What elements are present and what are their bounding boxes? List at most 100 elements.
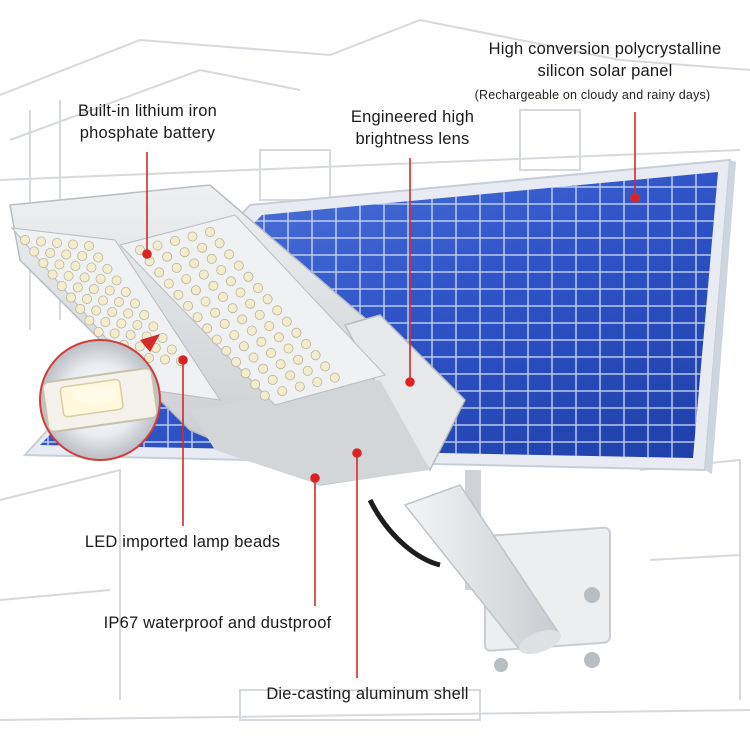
led-bead	[264, 321, 275, 332]
led-bead	[250, 379, 261, 390]
led-bead	[197, 242, 208, 253]
solar-panel-label: High conversion polycrystalline silicon …	[455, 38, 750, 82]
led-bead	[132, 319, 143, 330]
led-bead	[211, 334, 222, 345]
led-bead	[182, 300, 193, 311]
led-bead	[294, 381, 305, 392]
led-bead	[237, 314, 248, 325]
led-bead	[79, 272, 90, 283]
led-bead	[139, 309, 150, 320]
led-bead	[240, 368, 251, 379]
led-bead	[104, 285, 115, 296]
led-bead	[52, 237, 63, 248]
led-bead	[173, 289, 184, 300]
led-bead	[273, 332, 284, 343]
led-bead	[238, 341, 249, 352]
background-house-sketch	[0, 18, 750, 721]
led-bead	[206, 253, 217, 264]
led-bead	[202, 323, 213, 334]
led-bead	[179, 247, 190, 258]
led-bead	[162, 251, 173, 262]
led-bead	[198, 269, 209, 280]
battery-label: Built-in lithium iron phosphate battery	[40, 100, 255, 144]
led-bead	[100, 316, 111, 327]
led-zoom-lens-icon	[39, 334, 161, 461]
led-bead	[248, 352, 259, 363]
led-bead	[221, 345, 232, 356]
led-bead	[229, 330, 240, 341]
led-bead	[159, 354, 170, 365]
led-bead	[95, 273, 106, 284]
led-bead	[66, 292, 77, 303]
led-bead	[134, 341, 145, 352]
led-bead	[281, 316, 292, 327]
led-bead	[152, 240, 163, 251]
shell-label: Die-casting aluminum shell	[266, 685, 469, 703]
led-bead	[275, 359, 286, 370]
led-bead	[245, 298, 256, 309]
led-bead	[216, 265, 227, 276]
led-bead	[200, 296, 211, 307]
led-bead	[210, 307, 221, 318]
callout-lines	[142, 112, 640, 678]
led-bead	[262, 294, 273, 305]
led-bead	[312, 377, 323, 388]
led-bead	[190, 285, 201, 296]
led-bead	[84, 240, 95, 251]
led-bead	[235, 287, 246, 298]
led-bead	[256, 336, 267, 347]
led-bead	[254, 309, 265, 320]
led-bead	[246, 325, 257, 336]
lens-label-line1: Engineered high	[350, 108, 475, 126]
led-bead	[86, 262, 97, 273]
led-bead	[45, 247, 56, 258]
led-bead	[225, 276, 236, 287]
led-bead	[68, 239, 79, 250]
led-bead	[169, 235, 180, 246]
led-bead	[171, 262, 182, 273]
led-bead	[259, 390, 270, 401]
led-bead	[252, 282, 263, 293]
led-bead	[82, 293, 93, 304]
lens-label-line2: brightness lens	[355, 130, 470, 148]
led-bead	[143, 352, 154, 363]
led-bead	[36, 236, 47, 247]
led-bead	[267, 374, 278, 385]
led-bead	[102, 263, 113, 274]
solar-panel-label-line2: silicon solar panel	[537, 62, 673, 80]
led-bead	[54, 259, 65, 270]
led-bead	[116, 318, 127, 329]
solar-panel-label-line1: High conversion polycrystalline	[488, 40, 722, 58]
led-bead	[91, 305, 102, 316]
led-bead-array	[19, 226, 340, 401]
led-bead	[19, 234, 30, 245]
led-bead	[310, 350, 321, 361]
led-bead	[285, 370, 296, 381]
led-bead	[265, 347, 276, 358]
led-bead	[107, 306, 118, 317]
led-bead	[98, 295, 109, 306]
led-bead	[219, 318, 230, 329]
led-bead	[258, 363, 269, 374]
led-bead	[93, 252, 104, 263]
led-bead	[181, 274, 192, 285]
led-bead	[208, 280, 219, 291]
led-bead	[293, 354, 304, 365]
led-bead	[204, 226, 215, 237]
led-bead	[272, 305, 283, 316]
led-bead	[224, 249, 235, 260]
led-bead	[61, 249, 72, 260]
led-bead	[157, 332, 168, 343]
led-bead	[166, 344, 177, 355]
led-bead	[233, 260, 244, 271]
led-bead	[283, 343, 294, 354]
led-bead	[114, 296, 125, 307]
lens-label: Engineered high brightness lens	[320, 106, 505, 150]
led-bead	[243, 271, 254, 282]
led-bead	[109, 328, 120, 339]
led-bead	[123, 308, 134, 319]
led-bead	[93, 326, 104, 337]
pole-mount	[367, 484, 611, 672]
led-bead	[214, 238, 225, 249]
